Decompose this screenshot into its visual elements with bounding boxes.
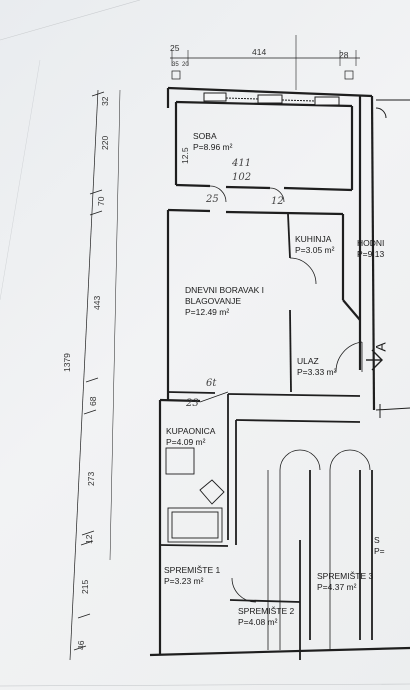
room-soba-area: P=8.96 m² xyxy=(193,142,233,152)
room-partial-right-area: P= xyxy=(374,546,385,556)
dim-left-seg-9: 46 xyxy=(76,640,86,650)
room-kupaonica-name: KUPAONICA xyxy=(166,426,216,436)
room-dnevni-name-line1: DNEVNI BORAVAK I xyxy=(185,285,265,295)
dim-left-total: 1379 xyxy=(62,353,72,372)
handwritten-note-wall-1: 25 xyxy=(206,194,219,205)
dim-top-small2: 20 xyxy=(182,62,189,68)
handwritten-note-soba-2: 102 xyxy=(232,172,252,183)
handwritten-note-kup-2: 6t xyxy=(206,378,217,389)
dim-soba-right: 12.5 xyxy=(180,147,190,164)
dim-left-seg-8: 215 xyxy=(80,579,90,594)
dim-left-seg-2: 220 xyxy=(100,135,110,150)
handwritten-note-wall-2: 12 xyxy=(271,196,284,207)
entrance-marker: A xyxy=(372,342,389,352)
dim-left-seg-6: 273 xyxy=(86,471,96,486)
room-hodnik-name: HODNI xyxy=(357,238,385,248)
room-ulaz-name: ULAZ xyxy=(297,356,319,366)
dim-left-seg-1: 32 xyxy=(100,96,110,106)
dim-left-seg-3: 70 xyxy=(96,196,106,206)
room-spremiste2-area: P=4.08 m² xyxy=(238,617,278,627)
handwritten-note-soba-1: 411 xyxy=(232,158,252,169)
room-spremiste3-area: P=4.37 m² xyxy=(317,582,357,592)
room-hodnik-area: P=9.13 xyxy=(357,249,385,259)
room-dnevni-area: P=12.49 m² xyxy=(185,307,230,317)
dim-top-small: 35 xyxy=(172,62,179,68)
room-partial-right-name: S xyxy=(374,535,380,545)
dim-left-seg-5: 68 xyxy=(88,396,98,406)
handwritten-note-kup-1: 23 xyxy=(186,398,199,409)
room-spremiste1-area: P=3.23 m² xyxy=(164,576,204,586)
room-spremiste2-name: SPREMIŠTE 2 xyxy=(238,606,295,616)
room-spremiste3-name: SPREMIŠTE 3 xyxy=(317,571,374,581)
room-kupaonica-area: P=4.09 m² xyxy=(166,437,206,447)
room-ulaz-area: P=3.33 m² xyxy=(297,367,337,377)
room-spremiste1-name: SPREMIŠTE 1 xyxy=(164,565,221,575)
room-dnevni-name-line2: BLAGOVANJE xyxy=(185,296,242,306)
dim-top-left: 25 xyxy=(170,43,180,53)
dim-top-main: 414 xyxy=(252,47,267,57)
dim-left-seg-4: 443 xyxy=(92,295,102,310)
room-kuhinja-name: KUHINJA xyxy=(295,234,332,244)
room-kuhinja-area: P=3.05 m² xyxy=(295,245,335,255)
dim-top-right: 28 xyxy=(339,50,349,60)
dim-left-seg-7: 12 xyxy=(84,534,94,544)
room-soba-name: SOBA xyxy=(193,131,217,141)
